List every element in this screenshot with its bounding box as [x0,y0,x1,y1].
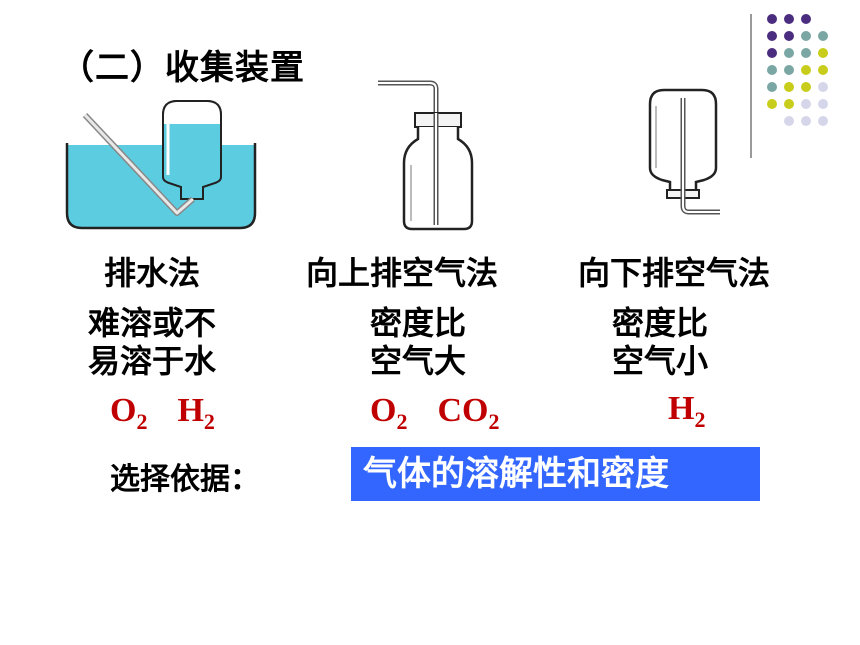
dot [767,48,777,58]
method-name-upward-air-displacement: 向上排空气法 [306,254,499,292]
decorative-dot-grid [767,14,828,126]
description-line: 密度比 [370,304,467,342]
applicable-gases: H2 [668,390,705,433]
decorative-divider [750,14,752,158]
method-name-water-displacement: 排水法 [104,254,201,292]
dot [818,82,828,92]
dot [784,99,794,109]
dot [784,82,794,92]
downward-air-displacement-apparatus-icon [648,88,720,215]
dot [801,65,811,75]
dot [784,31,794,41]
dot [801,48,811,58]
slide-title: （二）收集装置 [60,48,305,88]
description-line: 易溶于水 [88,342,217,380]
method-description: 密度比 空气大 [370,304,466,380]
dot [784,65,794,75]
method-description: 难溶或不 易溶于水 [88,304,216,380]
applicable-gases: O2 H2 [110,392,215,435]
description-line: 空气小 [612,342,709,380]
upward-air-displacement-apparatus-icon [378,80,474,231]
dot [767,14,777,24]
method-name-downward-air-displacement: 向下排空气法 [578,254,771,292]
dot [767,99,777,109]
dot [801,31,811,41]
dot [767,82,777,92]
selection-basis-highlight: 气体的溶解性和密度 [351,447,760,501]
dot [801,14,811,24]
dot [818,116,828,126]
dot [818,48,828,58]
description-line: 难溶或不 [88,304,217,342]
gas-formula: H2 [177,392,215,434]
dot [784,14,794,24]
dot [784,116,794,126]
water-displacement-apparatus-icon [65,100,257,230]
dot [767,65,777,75]
method-description: 密度比 空气小 [612,304,708,380]
dot [818,65,828,75]
dot [767,31,777,41]
dot [801,82,811,92]
dot [801,99,811,109]
dot [801,116,811,126]
gas-formula: CO2 [437,392,500,434]
dot [784,48,794,58]
gas-formula: H2 [668,390,706,432]
gas-formula: O2 [370,392,408,434]
description-line: 密度比 [612,304,709,342]
gas-formula: O2 [110,392,148,434]
dot [818,31,828,41]
description-line: 空气大 [370,342,467,380]
selection-basis-label: 选择依据： [110,462,260,497]
dot [818,99,828,109]
applicable-gases: O2 CO2 [370,392,499,435]
